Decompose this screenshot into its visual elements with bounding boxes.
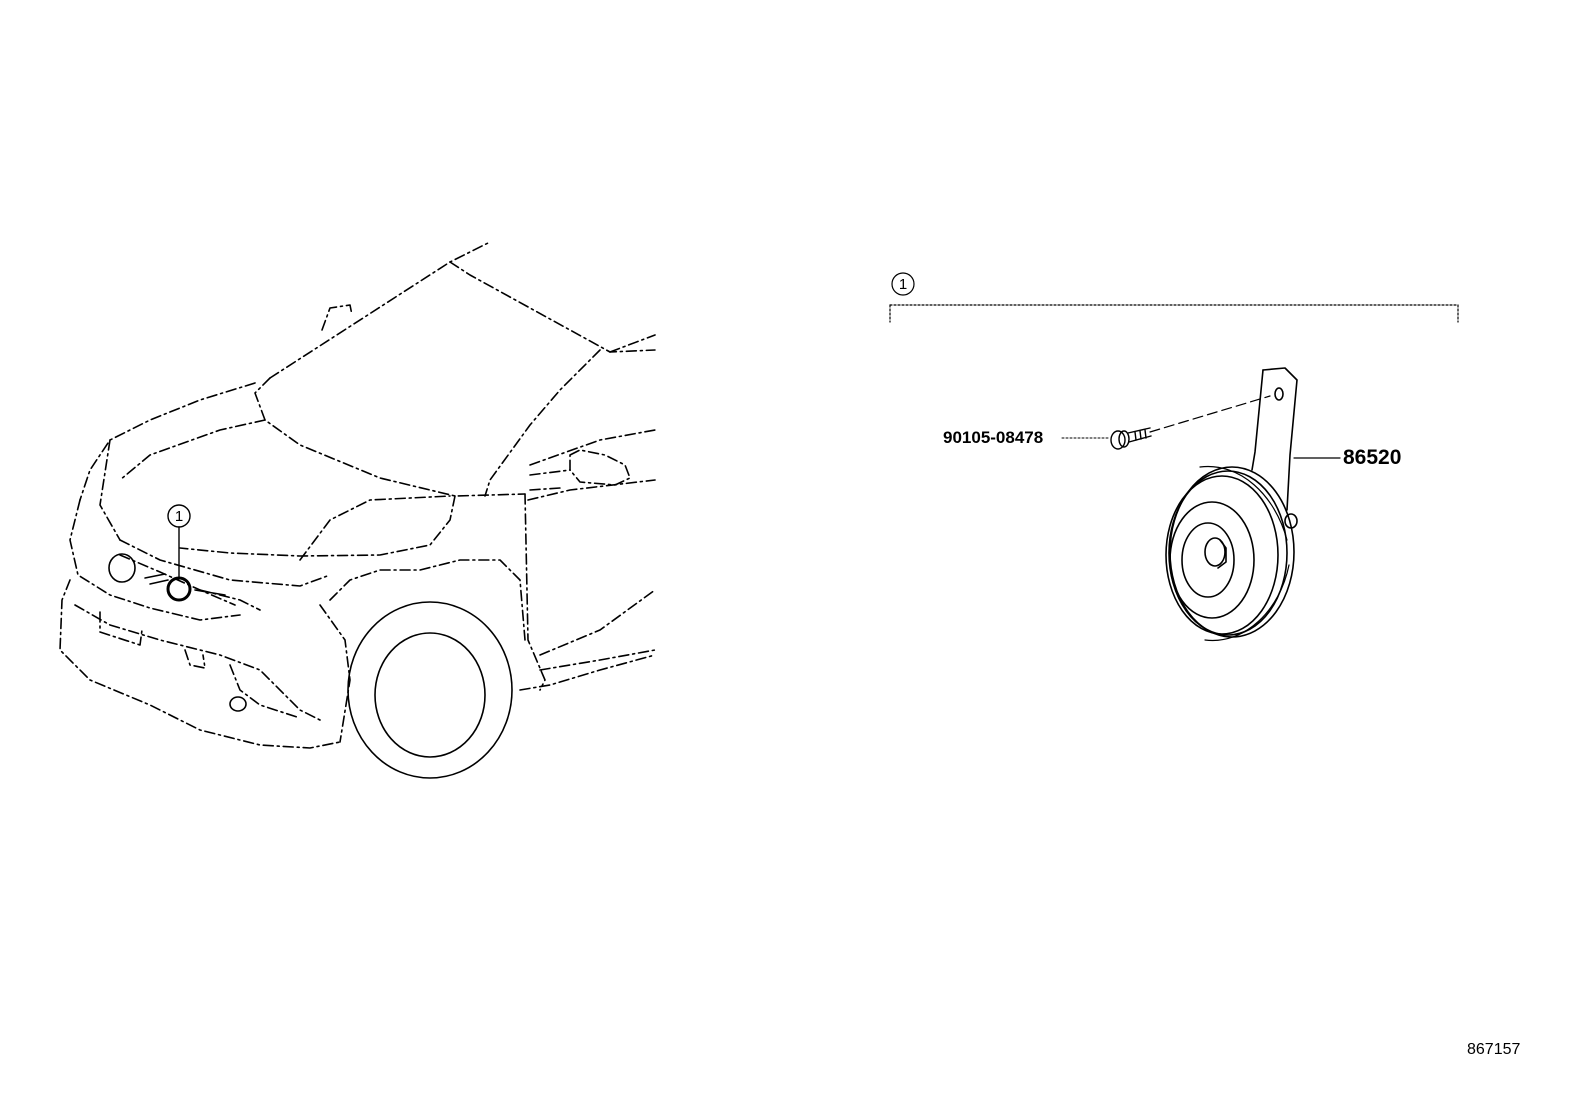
horn-drawing <box>1165 367 1341 642</box>
vehicle-callout-number: 1 <box>175 508 183 525</box>
horn-part-number: 86520 <box>1343 446 1402 469</box>
assembly-bracket <box>889 272 1459 323</box>
assembly-callout-number: 1 <box>899 276 907 293</box>
front-wheel <box>347 601 513 779</box>
illustration-id: 867157 <box>1467 1041 1521 1058</box>
bolt-part-number: 90105-08478 <box>943 428 1044 447</box>
vehicle-illustration <box>59 242 656 749</box>
bolt-drawing <box>1061 395 1271 450</box>
vehicle-callout <box>166 504 192 602</box>
